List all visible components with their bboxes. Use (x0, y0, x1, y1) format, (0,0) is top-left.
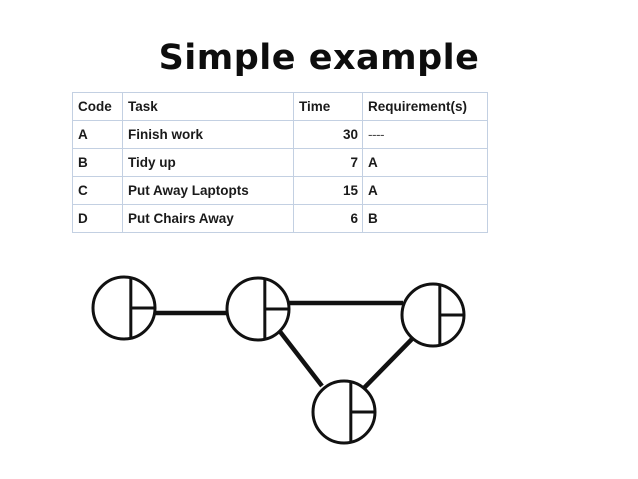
column-header-requirements: Requirement(s) (362, 92, 488, 121)
network-edge (362, 337, 414, 390)
cell-task: Tidy up (122, 148, 294, 177)
cell-time: 6 (293, 204, 363, 233)
table-header-row: Code Task Time Requirement(s) (72, 92, 488, 121)
node-layer (91, 275, 466, 445)
cell-code: B (72, 148, 123, 177)
network-diagram-svg (91, 275, 466, 445)
cell-code: A (72, 120, 123, 149)
table-row: B Tidy up 7 A (72, 148, 488, 177)
task-table-container: Code Task Time Requirement(s) A Finish w… (72, 92, 488, 233)
table-row: D Put Chairs Away 6 B (72, 204, 488, 233)
network-node[interactable] (91, 275, 157, 341)
network-node[interactable] (311, 379, 377, 445)
network-diagram (70, 255, 500, 460)
cell-time: 30 (293, 120, 363, 149)
cell-task: Finish work (122, 120, 294, 149)
network-edge (276, 327, 324, 388)
table-row: C Put Away Laptopts 15 A (72, 176, 488, 205)
cell-task: Put Chairs Away (122, 204, 294, 233)
cell-code: D (72, 204, 123, 233)
task-table: Code Task Time Requirement(s) A Finish w… (72, 92, 488, 233)
edge-layer (155, 300, 414, 390)
page-title: Simple example (158, 38, 480, 78)
cell-requirements: B (362, 204, 488, 233)
network-node[interactable] (225, 276, 291, 342)
column-header-time: Time (293, 92, 363, 121)
cell-time: 7 (293, 148, 363, 177)
cell-task: Put Away Laptopts (122, 176, 294, 205)
network-node[interactable] (400, 282, 466, 348)
cell-requirements: A (362, 148, 488, 177)
column-header-code: Code (72, 92, 123, 121)
cell-code: C (72, 176, 123, 205)
cell-time: 15 (293, 176, 363, 205)
cell-requirements: A (362, 176, 488, 205)
column-header-task: Task (122, 92, 294, 121)
table-row: A Finish work 30 ---- (72, 120, 488, 149)
cell-requirements: ---- (362, 120, 488, 149)
